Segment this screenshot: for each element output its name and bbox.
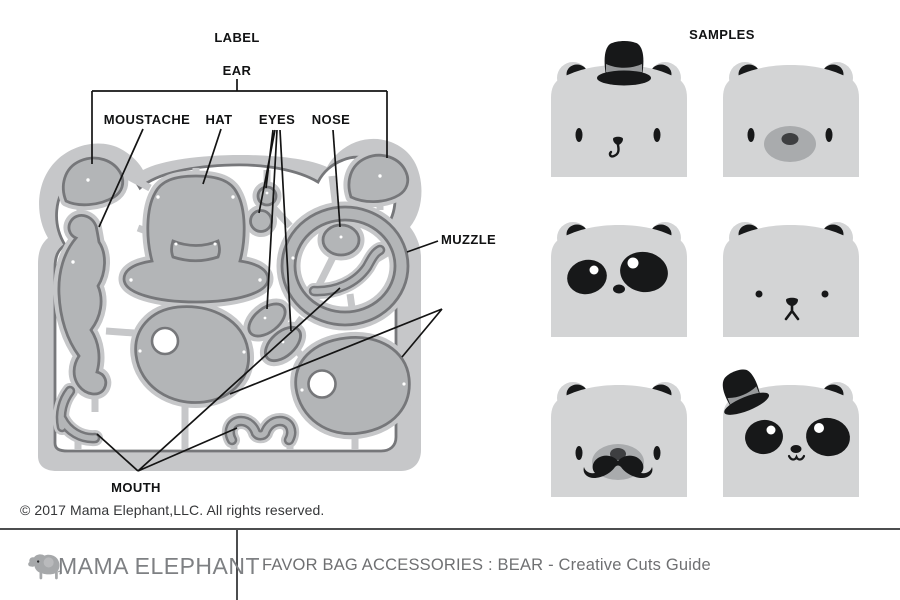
eye-die-2 (249, 209, 273, 233)
moustache-die (57, 214, 108, 396)
sample-bear-moustache (539, 354, 699, 502)
footer-divider (236, 530, 238, 600)
mouth (787, 454, 806, 461)
nose-callout: NOSE (311, 112, 351, 127)
nose-line (332, 129, 341, 228)
hat-callout: HAT (205, 112, 233, 127)
nose-die (321, 223, 361, 257)
eye (755, 290, 763, 298)
nose (790, 445, 802, 453)
callout-lines (91, 79, 443, 472)
moustache-callout: MOUSTACHE (103, 112, 191, 127)
ear-callout: EAR (222, 63, 252, 78)
eye (821, 290, 829, 298)
footer-rule (0, 528, 900, 530)
moustache-icon (583, 455, 653, 478)
sample-panda-top-hat (722, 369, 871, 502)
moustache-line (98, 128, 144, 228)
hat-band-die (170, 239, 221, 263)
copyright-text: © 2017 Mama Elephant,LLC. All rights res… (20, 502, 325, 518)
eye-oval-die-2 (264, 325, 302, 363)
muzzle-ring-die (280, 205, 410, 327)
eye-highlight (814, 423, 824, 433)
eye-highlight (766, 425, 776, 435)
hat-line (202, 128, 222, 185)
eye (747, 128, 755, 142)
hat-die (122, 174, 270, 304)
mama-elephant-logo-icon (28, 554, 62, 580)
eye (653, 128, 661, 142)
band-piece-fills (58, 247, 383, 443)
mouth (784, 304, 800, 321)
eye-highlight (589, 265, 599, 275)
muzzle-base-die-2 (294, 335, 411, 436)
top-hat-icon (722, 369, 770, 415)
sample-bear-top-hat (539, 41, 699, 182)
brand-name: MAMA ELEPHANT (58, 553, 261, 579)
mouth (608, 143, 620, 158)
samples-title: SAMPLES (689, 27, 755, 42)
nose (781, 133, 799, 145)
eye (575, 128, 583, 142)
eye (825, 128, 833, 142)
eyes-lines (258, 129, 292, 332)
nose (613, 284, 625, 294)
sample-panda (539, 194, 699, 342)
muzzle-base-die-1 (134, 305, 250, 404)
sample-bear-minimal (711, 194, 871, 342)
ear-die-left (62, 156, 125, 207)
die-holes (150, 326, 337, 399)
muzzle-callout: MUZZLE (441, 232, 497, 247)
nose (613, 136, 623, 145)
sample-bear-muzzle (711, 34, 871, 182)
mouth-fan (96, 287, 341, 472)
eye (575, 446, 583, 460)
ear-bracket (91, 79, 388, 164)
top-hat-icon (597, 41, 651, 86)
nose (786, 297, 798, 306)
eye-highlight (627, 257, 639, 269)
mouth-callout: MOUTH (111, 480, 161, 495)
label-callout: LABEL (214, 30, 260, 45)
ear-die-right (347, 153, 410, 204)
eyes-callout: EYES (258, 112, 296, 127)
eye-oval-die-1 (247, 302, 287, 338)
muzzle-line (406, 240, 439, 253)
muzzle-base-fan (229, 308, 443, 395)
nose (610, 448, 626, 460)
eye (653, 446, 661, 460)
document-title: FAVOR BAG ACCESSORIES : BEAR - Creative … (262, 556, 711, 574)
